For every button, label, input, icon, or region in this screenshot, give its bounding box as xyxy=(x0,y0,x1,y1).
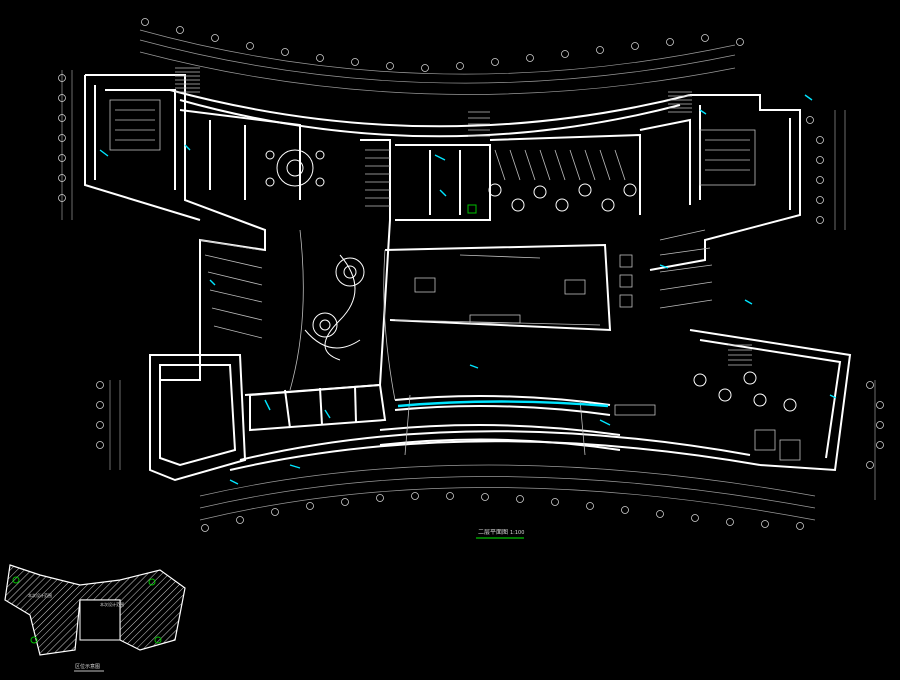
main-scale: 1:100 xyxy=(510,530,524,536)
grid-bubble xyxy=(316,54,324,62)
grid-bubble xyxy=(58,174,66,182)
grid-bubble xyxy=(58,114,66,122)
grid-bubble xyxy=(58,194,66,202)
grid-bubble xyxy=(656,510,664,518)
key-plan: 本次设计范围 本次设计范围 区位示意图 xyxy=(4,564,186,672)
cyan-annotations xyxy=(99,94,837,485)
grid-bubble xyxy=(421,64,429,72)
grid-bubble xyxy=(351,58,359,66)
grid-bubble xyxy=(58,74,66,82)
interior-details xyxy=(109,67,801,461)
key-plan-hatched-site xyxy=(4,564,186,656)
grid-bubble xyxy=(796,522,804,530)
round-furniture xyxy=(265,149,797,412)
grid-bubble xyxy=(141,18,149,26)
grid-bubble xyxy=(761,520,769,528)
grid-bubble xyxy=(876,401,884,409)
grid-bubble xyxy=(211,34,219,42)
key-plan-zone-left: 本次设计范围 xyxy=(28,592,52,598)
grid-bubble xyxy=(876,441,884,449)
grid-bubble xyxy=(526,54,534,62)
grid-bubble xyxy=(666,38,674,46)
grid-bubble xyxy=(866,461,874,469)
grid-bubble xyxy=(176,26,184,34)
grid-bubble xyxy=(551,498,559,506)
grid-bubble xyxy=(271,508,279,516)
grid-bubble xyxy=(816,176,824,184)
grid-bubble xyxy=(816,196,824,204)
grid-bubble xyxy=(246,42,254,50)
grid-bubble xyxy=(306,502,314,510)
grid-bubble xyxy=(561,50,569,58)
grid-bubble xyxy=(96,401,104,409)
grid-bubble xyxy=(586,502,594,510)
grid-bubble xyxy=(876,421,884,429)
grid-bubble xyxy=(386,62,394,70)
grid-bubble xyxy=(96,441,104,449)
grid-bubble xyxy=(736,38,744,46)
grid-bubble xyxy=(58,154,66,162)
grid-bubble xyxy=(691,514,699,522)
key-plan-marker xyxy=(148,578,156,586)
grid-bubble xyxy=(96,421,104,429)
key-plan-zone-right: 本次设计范围 xyxy=(100,601,124,607)
grid-bubble xyxy=(726,518,734,526)
grid-bubble xyxy=(816,216,824,224)
grid-bubble xyxy=(341,498,349,506)
grid-bubble xyxy=(236,516,244,524)
grid-bubble xyxy=(621,506,629,514)
dimension-lines xyxy=(61,29,876,521)
grid-axis-bubbles xyxy=(58,18,884,532)
second-floor-plan xyxy=(58,18,884,532)
grid-bubble xyxy=(516,495,524,503)
grid-bubble xyxy=(596,46,604,54)
grid-bubble xyxy=(58,94,66,102)
grid-bubble xyxy=(816,156,824,164)
grid-bubble xyxy=(96,381,104,389)
grid-bubble xyxy=(806,116,814,124)
main-title-block: 二层平面图 1:100 xyxy=(476,529,524,539)
grid-bubble xyxy=(481,493,489,501)
green-marker xyxy=(467,204,477,214)
grid-bubble xyxy=(411,492,419,500)
key-plan-marker xyxy=(154,636,162,644)
grid-bubble xyxy=(281,48,289,56)
grid-bubble xyxy=(816,136,824,144)
main-title: 二层平面图 xyxy=(478,529,508,536)
grid-bubble xyxy=(701,34,709,42)
building-walls xyxy=(84,74,852,482)
grid-bubble xyxy=(456,62,464,70)
grid-bubble xyxy=(631,42,639,50)
grid-bubble xyxy=(866,381,874,389)
key-plan-marker xyxy=(12,576,20,584)
grid-bubble xyxy=(201,524,209,532)
key-plan-marker xyxy=(30,636,38,644)
grid-bubble xyxy=(376,494,384,502)
grid-bubble xyxy=(446,492,454,500)
key-plan-courtyard xyxy=(79,599,121,641)
key-plan-title: 区位示意图 xyxy=(75,663,100,670)
grid-bubble xyxy=(491,58,499,66)
grid-bubble xyxy=(58,134,66,142)
